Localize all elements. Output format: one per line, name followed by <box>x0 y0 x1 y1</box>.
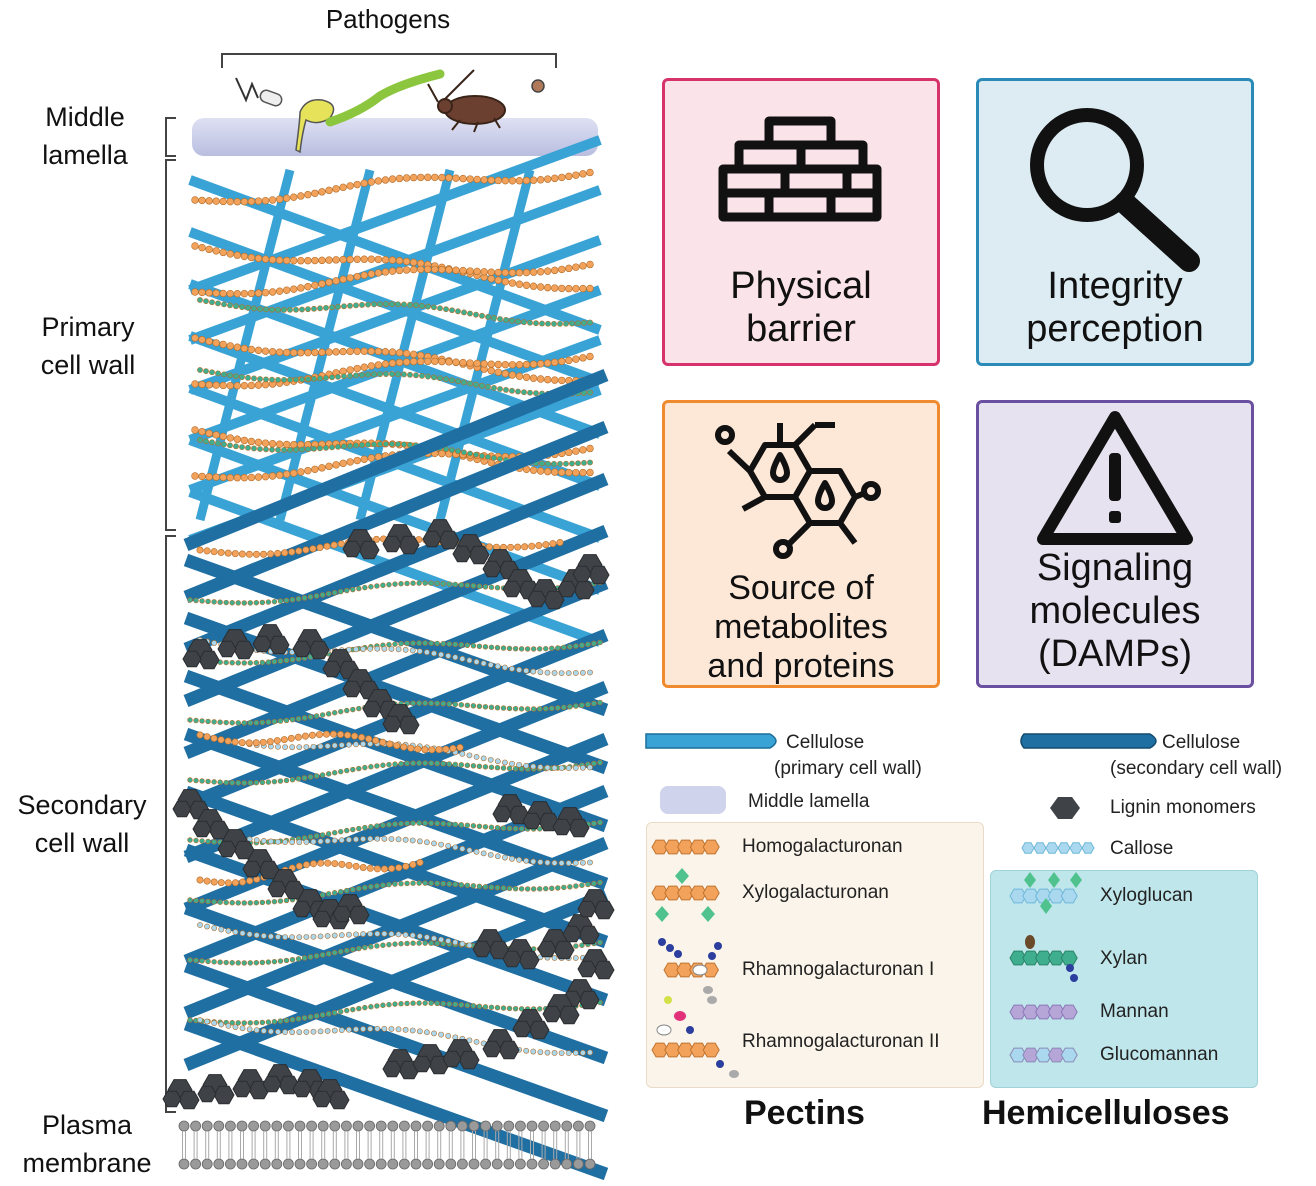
cellulose-secondary-fiber <box>183 472 609 656</box>
lignin-cluster <box>172 789 370 930</box>
plasma-membrane-bilayer <box>178 1120 596 1170</box>
callose-chain <box>197 1017 593 1057</box>
cellulose-secondary-fiber <box>183 524 609 708</box>
rhamnogalacturonan-ii-label: Rhamnogalacturonan II <box>742 1031 940 1052</box>
lignin-cluster <box>472 889 615 1010</box>
middle-lamella-legend-label: Middle lamella <box>748 791 870 812</box>
middle-lamella-bracket <box>165 117 176 157</box>
middle-lamella-band <box>192 118 598 156</box>
hemicellulose-chain <box>197 297 593 327</box>
secondary-wall-bracket <box>165 535 176 1113</box>
cellulose-secondary-fiber <box>183 1017 609 1181</box>
callose-legend-label: Callose <box>1110 838 1174 859</box>
cellulose-secondary-fiber <box>183 680 609 864</box>
molecule-icon <box>715 422 881 559</box>
hemicellulose-chain <box>197 367 593 397</box>
lignin-cluster <box>382 994 580 1080</box>
lignin-cluster <box>182 624 420 735</box>
hemicellulose-chain <box>197 437 593 467</box>
cellulose-primary-label: Cellulose <box>786 732 865 753</box>
warning-icon <box>1037 411 1193 545</box>
pathogens-label: Pathogens <box>326 4 450 34</box>
cellulose-secondary-swatch <box>1020 733 1157 749</box>
cellulose-primary-fiber <box>188 135 602 295</box>
cell-wall-illustration: Pathogens <box>162 4 615 1181</box>
lignin-cluster <box>162 1064 350 1110</box>
homogalacturonan-label: Homogalacturonan <box>742 836 903 857</box>
pectins-title: Pectins <box>744 1094 865 1132</box>
hemicellulose-chain <box>187 879 603 906</box>
callose-swatch <box>1021 842 1095 854</box>
cellulose-secondary-label: Cellulose <box>1162 732 1241 753</box>
hemicelluloses-title: Hemicelluloses <box>982 1094 1230 1132</box>
primary-wall-bracket <box>165 159 176 531</box>
cellulose-primary-sublabel: (primary cell wall) <box>774 758 922 779</box>
cellulose-secondary-fiber <box>183 669 609 833</box>
cellulose-secondary-fiber <box>183 727 609 891</box>
cellulose-primary-fiber <box>188 185 602 345</box>
pectin-chain <box>191 242 594 293</box>
cellulose-primary-fiber <box>188 235 602 395</box>
cellulose-primary-swatch <box>645 733 777 749</box>
pathogens-icons <box>235 69 545 154</box>
pectin-swatches <box>651 839 739 1078</box>
middle-lamella-swatch <box>660 786 726 814</box>
lignin-swatch <box>1050 797 1080 819</box>
lignin-cluster <box>342 519 610 610</box>
xylogalacturonan-label: Xylogalacturonan <box>742 882 889 903</box>
pectin-chain <box>191 260 594 298</box>
brick-wall-icon <box>718 116 882 222</box>
lignin-cluster <box>492 794 590 838</box>
hemicellulose-swatches <box>1009 872 1082 1063</box>
cellulose-secondary-fiber <box>183 959 609 1123</box>
cellulose-secondary-fiber <box>183 420 609 604</box>
xylan-label: Xylan <box>1100 948 1148 969</box>
pectin-chain <box>196 730 464 754</box>
cellulose-secondary-fiber <box>183 368 609 552</box>
lignin-legend-label: Lignin monomers <box>1110 797 1256 818</box>
glucomannan-label: Glucomannan <box>1100 1044 1219 1065</box>
magnifier-icon <box>1030 108 1200 272</box>
cellulose-primary-fiber <box>275 168 375 522</box>
mannan-label: Mannan <box>1100 1001 1169 1022</box>
cellulose-secondary-sublabel: (secondary cell wall) <box>1110 758 1283 779</box>
xyloglucan-label: Xyloglucan <box>1100 885 1193 906</box>
lignin-clusters <box>162 519 615 1110</box>
cellulose-primary-fiber <box>435 168 535 522</box>
cellulose-primary-fiber <box>188 175 602 335</box>
pathogens-bracket <box>221 53 557 68</box>
cellulose-secondary-fiber <box>183 553 609 717</box>
pectin-chain <box>191 168 594 206</box>
rhamnogalacturonan-i-label: Rhamnogalacturonan I <box>742 959 935 980</box>
